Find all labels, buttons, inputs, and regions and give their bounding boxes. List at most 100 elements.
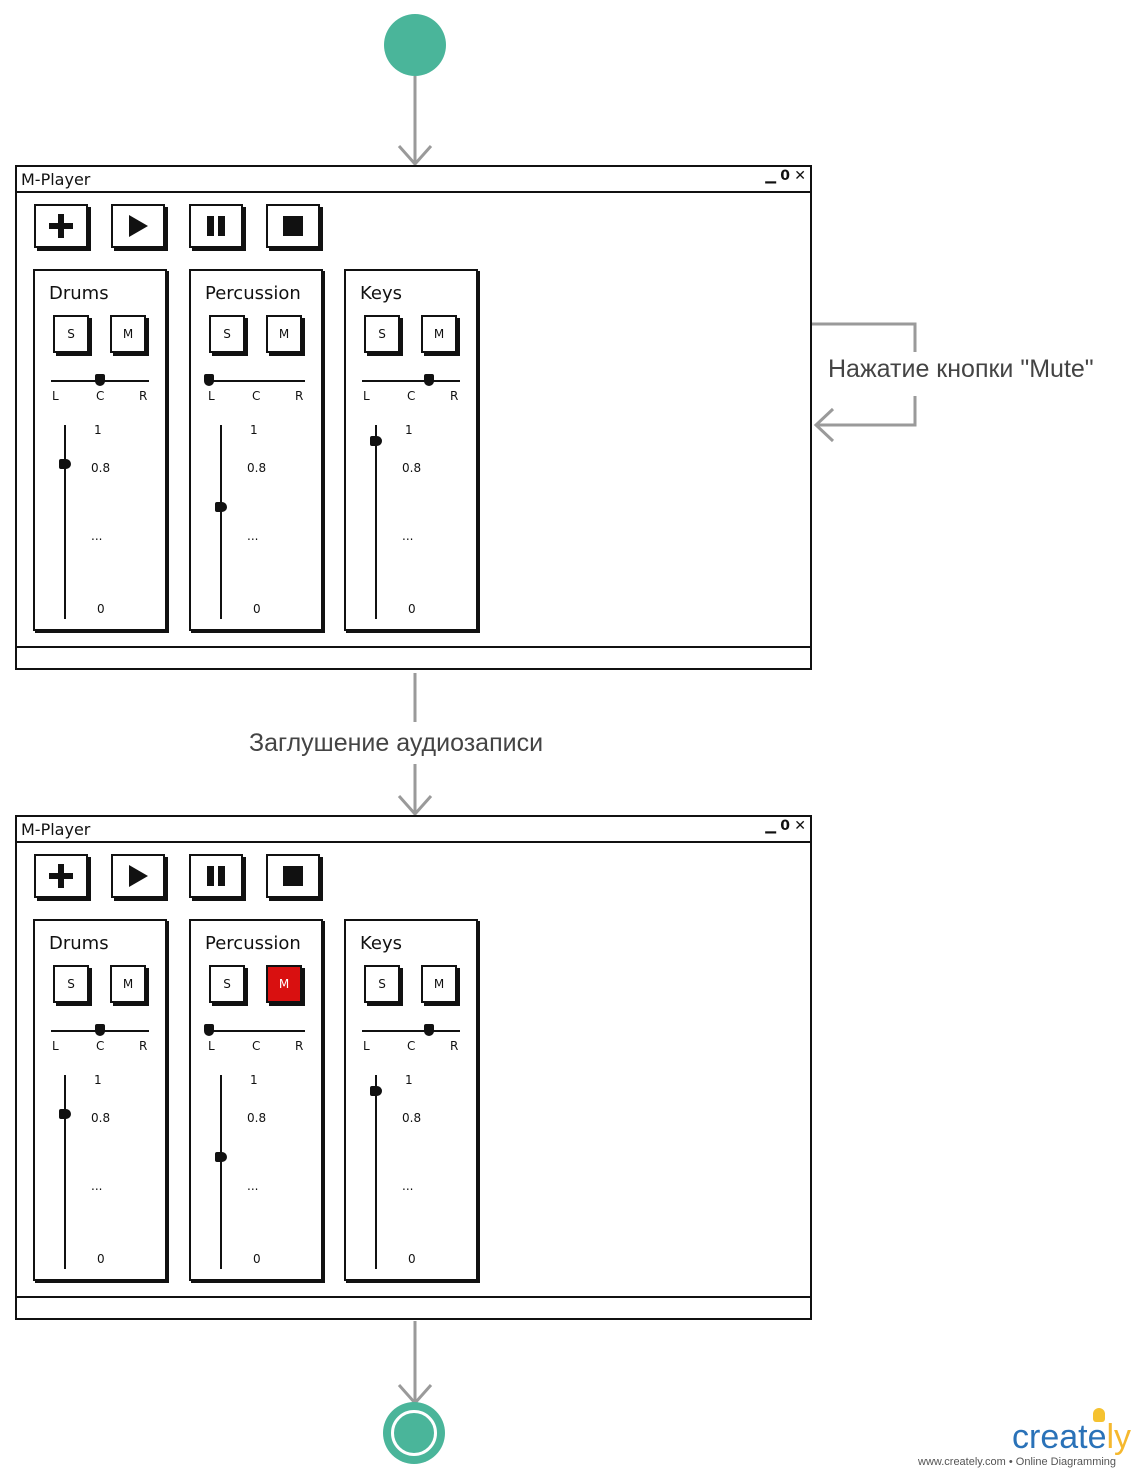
pan-slider-track [362, 1030, 460, 1032]
play-button[interactable] [111, 204, 165, 248]
volume-slider-track [64, 1075, 66, 1269]
channel-name: Percussion [205, 283, 301, 304]
volume-scale-dots: ... [91, 529, 103, 543]
channel-name: Percussion [205, 933, 301, 954]
volume-scale-dots: ... [402, 529, 414, 543]
close-icon[interactable]: ✕ [794, 818, 806, 834]
channel-name: Drums [49, 933, 109, 954]
pan-slider-track [362, 380, 460, 382]
volume-scale-min: 0 [97, 602, 105, 616]
pan-label-left: L [208, 1039, 215, 1053]
close-icon[interactable]: ✕ [794, 168, 806, 184]
play-button[interactable] [111, 854, 165, 898]
creately-site: www.creately.com • Online Diagramming [918, 1456, 1117, 1468]
stop-button[interactable] [266, 204, 320, 248]
volume-slider-knob[interactable] [370, 1085, 382, 1096]
pan-slider-knob[interactable] [204, 1024, 214, 1036]
solo-button[interactable]: S [209, 965, 245, 1003]
add-button[interactable] [34, 204, 88, 248]
final-node-ring [391, 1410, 437, 1456]
add-button[interactable] [34, 854, 88, 898]
pause-button[interactable] [189, 204, 243, 248]
solo-button[interactable]: S [364, 965, 400, 1003]
window-title: M-Player [21, 820, 91, 839]
volume-scale-mid: 0.8 [402, 461, 422, 475]
volume-scale-dots: ... [91, 1179, 103, 1193]
pan-label-center: C [96, 1039, 105, 1053]
play-icon [126, 213, 150, 239]
volume-slider-knob[interactable] [215, 501, 227, 512]
pan-slider-knob[interactable] [423, 374, 434, 386]
pan-label-center: C [407, 1039, 416, 1053]
restore-icon[interactable]: 0 [780, 818, 790, 834]
pan-slider-track [207, 1030, 305, 1032]
volume-slider-track [375, 425, 377, 619]
volume-scale-max: 1 [405, 423, 413, 437]
window-titlebar: M-Player ▁0✕ [17, 817, 810, 843]
pan-label-right: R [139, 1039, 148, 1053]
window-statusbar [17, 646, 810, 668]
pan-slider-knob[interactable] [95, 1024, 105, 1036]
pan-label-left: L [363, 1039, 370, 1053]
volume-scale-max: 1 [250, 1073, 258, 1087]
pause-icon [204, 864, 228, 888]
volume-slider-knob[interactable] [59, 1108, 71, 1119]
pause-button[interactable] [189, 854, 243, 898]
minimize-icon[interactable]: ▁ [765, 818, 776, 834]
volume-slider-knob[interactable] [59, 458, 71, 469]
volume-scale-max: 1 [250, 423, 258, 437]
arrowhead-state2 [397, 795, 433, 817]
volume-scale-mid: 0.8 [247, 1111, 267, 1125]
minimize-icon[interactable]: ▁ [765, 168, 776, 184]
pan-label-right: R [450, 389, 459, 403]
pan-label-center: C [252, 389, 261, 403]
pan-label-center: C [407, 389, 416, 403]
pan-slider-knob[interactable] [95, 374, 105, 386]
channel-name: Drums [49, 283, 109, 304]
volume-slider-track [220, 425, 222, 619]
mute-button[interactable]: M [266, 315, 302, 353]
pan-slider-track [207, 380, 305, 382]
initial-node [384, 14, 446, 76]
volume-scale-min: 0 [253, 1252, 261, 1266]
stop-button[interactable] [266, 854, 320, 898]
volume-scale-min: 0 [97, 1252, 105, 1266]
pan-label-left: L [52, 1039, 59, 1053]
volume-scale-mid: 0.8 [402, 1111, 422, 1125]
pan-slider-knob[interactable] [423, 1024, 434, 1036]
restore-icon[interactable]: 0 [780, 168, 790, 184]
mute-button[interactable]: M [421, 965, 457, 1003]
volume-slider-knob[interactable] [370, 435, 382, 446]
mute-button[interactable]: M [266, 965, 302, 1003]
solo-button[interactable]: S [53, 965, 89, 1003]
mute-button[interactable]: M [110, 965, 146, 1003]
pan-label-right: R [139, 389, 148, 403]
mute-button[interactable]: M [110, 315, 146, 353]
volume-scale-max: 1 [94, 1073, 102, 1087]
mute-button[interactable]: M [421, 315, 457, 353]
volume-scale-min: 0 [408, 1252, 416, 1266]
volume-scale-mid: 0.8 [91, 461, 111, 475]
solo-button[interactable]: S [53, 315, 89, 353]
pan-label-left: L [363, 389, 370, 403]
channel-name: Keys [360, 933, 403, 954]
volume-slider-track [375, 1075, 377, 1269]
volume-slider-track [220, 1075, 222, 1269]
solo-button[interactable]: S [364, 315, 400, 353]
solo-button[interactable]: S [209, 315, 245, 353]
arrowhead-state1 [397, 145, 433, 167]
bulb-icon [1093, 1408, 1105, 1422]
stop-icon [282, 215, 304, 237]
volume-slider-knob[interactable] [215, 1151, 227, 1162]
final-node-core [405, 1424, 423, 1442]
edge-self-loop-bottom [816, 396, 917, 427]
arrowhead-self-loop [813, 407, 835, 443]
pan-slider-knob[interactable] [204, 374, 214, 386]
volume-scale-dots: ... [402, 1179, 414, 1193]
